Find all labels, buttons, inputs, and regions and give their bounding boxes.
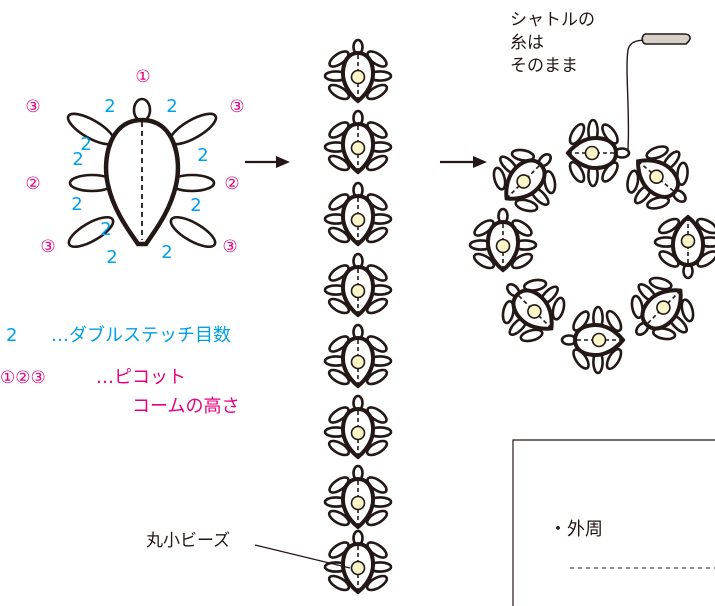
stitch-label: 2 [166,96,177,117]
chain-ring [323,464,393,530]
info-box: ・外周 [512,439,715,606]
bead-leader-line [254,544,351,569]
chain-ring [323,323,393,389]
legend-stitch-symbol: 2 [6,325,17,346]
shuttle-thread [626,39,651,151]
motif-ring-diagram: ① ③ ③ ② ② ③ ③ 2 2 2 2 2 2 2 2 2 2 [25,67,244,268]
shuttle-note-line: 糸は [510,33,544,53]
shuttle-note-line: そのまま [510,56,578,76]
legend: 2 …ダブルステッチ目数 ①②③ …ピコット コームの高さ [0,324,239,417]
ring-chain [323,38,393,595]
stitch-label: 2 [106,247,117,268]
picot-label: ① [135,67,150,87]
picot-label: ② [25,174,40,194]
arrow-right-icon [440,156,487,168]
picot-top [132,97,152,123]
stitch-label: 2 [161,242,172,263]
legend-picot-symbol: ①②③ [0,368,46,388]
wreath-ring [614,133,709,228]
chain-ring [323,109,393,175]
picot-lower-right [169,215,217,249]
motif-ring [103,117,181,247]
wreath-ring [614,267,704,357]
picot-lower-left [67,215,115,249]
wreath-ring [483,132,573,222]
picot-label: ③ [40,237,55,257]
stitch-label: 2 [80,134,91,155]
picot-label: ③ [25,97,40,117]
legend-stitch-text: …ダブルステッチ目数 [51,324,231,346]
chain-ring [323,181,393,247]
ring-wreath [468,118,715,375]
picot-label: ③ [229,97,244,117]
legend-picot-text: …ピコット [96,367,186,388]
legend-picot-text: コームの高さ [132,396,239,417]
chain-ring [323,38,393,104]
arrow-right-icon [245,156,290,168]
chain-ring [323,252,393,318]
chain-ring [323,529,393,595]
picot-label: ③ [222,237,237,257]
wreath-ring [565,118,631,188]
wreath-ring [653,214,715,280]
shuttle-icon [641,33,691,45]
wreath-ring [560,305,626,375]
stitch-label: 2 [72,149,83,170]
bead-label: 丸小ビーズ [146,531,230,551]
chain-ring [323,394,393,460]
wreath-ring [468,207,538,273]
info-box-item: ・外周 [549,519,603,540]
shuttle-note-line: シャトルの [510,10,595,30]
stitch-label: 2 [190,195,201,216]
stitch-label: 2 [197,145,208,166]
stitch-label: 2 [104,96,115,117]
picot-label: ② [224,174,239,194]
stitch-label: 2 [71,194,82,215]
stitch-label: 2 [100,219,111,240]
